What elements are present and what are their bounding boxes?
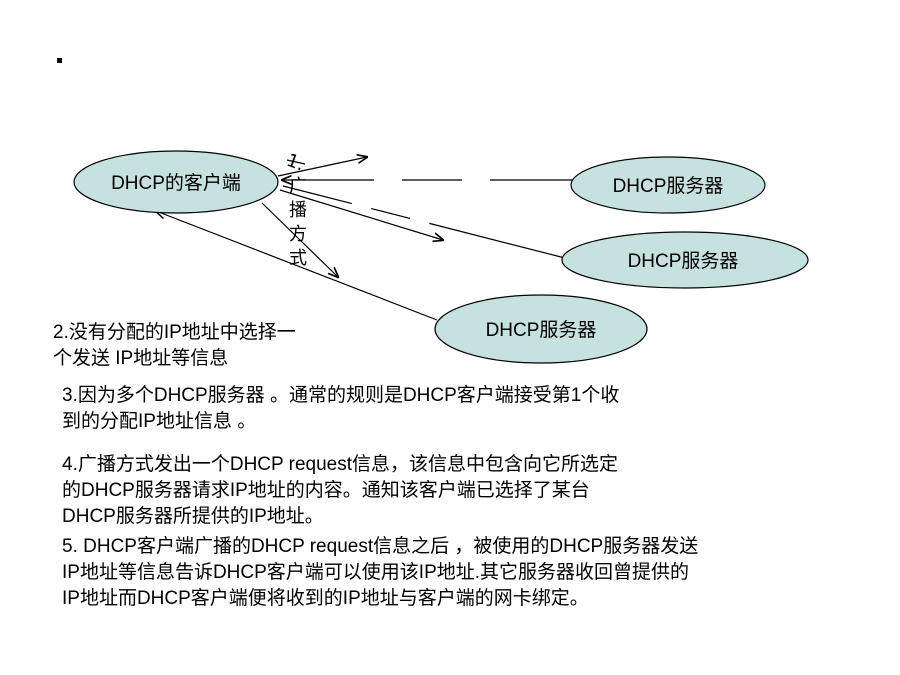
server2-ellipse [561, 231, 809, 289]
node-server-2: DHCP服务器 [561, 231, 809, 289]
arrow-client-to-lower [279, 189, 443, 240]
edge-label-number: 1. [284, 150, 307, 176]
arrow-client-down [261, 202, 338, 277]
edge-label-char-3: 方 [289, 224, 307, 245]
arrow-client-to-top [277, 157, 367, 177]
arrow-server3-to-client [156, 211, 438, 321]
dashed-server2-to-client [282, 185, 566, 259]
stub-client-right [286, 159, 306, 165]
client-label: DHCP的客户端 [111, 172, 241, 194]
server2-label: DHCP服务器 [628, 250, 739, 272]
node-client: DHCP的客户端 [73, 150, 279, 214]
note-step-4: 4.广播方式发出一个DHCP request信息，该信息中包含向它所选定 的DH… [62, 454, 618, 527]
edge-label-broadcast: 1. 广 播 方 式 [284, 150, 307, 269]
note-step-3: 3.因为多个DHCP服务器 。通常的规则是DHCP客户端接受第1个收 到的分配I… [62, 385, 620, 432]
node-server-1: DHCP服务器 [570, 156, 766, 214]
server1-label: DHCP服务器 [613, 175, 724, 197]
server1-ellipse [570, 156, 766, 214]
node-server-3: DHCP服务器 [434, 294, 648, 364]
edge-label-char-1: 广 [289, 176, 307, 197]
client-ellipse [73, 150, 279, 214]
bullet-dot [57, 58, 62, 63]
edge-label-char-4: 式 [289, 248, 307, 269]
edge-label-char-2: 播 [289, 200, 307, 221]
connector-lines [156, 157, 580, 321]
note-step-2: 2.没有分配的IP地址中选择一 个发送 IP地址等信息 [53, 322, 296, 369]
note-step-5: 5. DHCP客户端广播的DHCP request信息之后 ，被使用的DHCP服… [62, 536, 699, 609]
server3-ellipse [434, 294, 648, 364]
server3-label: DHCP服务器 [486, 319, 597, 341]
